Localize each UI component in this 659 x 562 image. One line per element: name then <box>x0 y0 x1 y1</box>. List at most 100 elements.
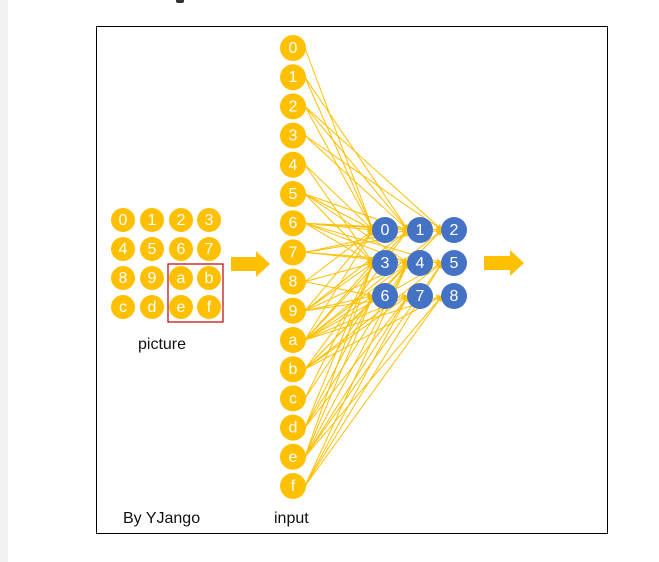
input-node-6-circle <box>280 210 306 237</box>
picture-node-0-circle <box>111 208 135 232</box>
picture-node-a-label: a <box>177 270 186 287</box>
connection-line <box>304 76 409 231</box>
diagram-frame <box>96 26 608 534</box>
input-node-f-label: f <box>291 478 296 495</box>
picture-node-0-label: 0 <box>119 212 128 229</box>
input-node-5-circle <box>280 181 306 207</box>
picture-node-4-label: 4 <box>119 241 128 258</box>
connection-line <box>304 295 374 341</box>
picture-node-6: 6 <box>169 237 193 261</box>
connection-line <box>304 106 443 231</box>
connection-line <box>304 295 374 428</box>
connection-line <box>304 281 374 298</box>
input-node-4-circle <box>280 151 306 178</box>
connection-line <box>304 47 374 231</box>
connection-line <box>304 295 374 399</box>
input-node-2: 2 <box>280 93 306 120</box>
output-node-7-circle <box>407 283 433 309</box>
connection-line <box>304 262 374 399</box>
input-node-e-label: e <box>289 449 298 466</box>
connection-line <box>304 229 443 341</box>
output-node-0-circle <box>372 217 398 243</box>
picture-node-2: 2 <box>169 208 193 232</box>
picture-node-d-circle <box>140 295 164 319</box>
input-node-1: 1 <box>280 64 306 91</box>
input-node-0-circle <box>280 35 306 61</box>
picture-node-7: 7 <box>197 237 221 261</box>
credit-text: By YJango <box>123 510 201 527</box>
output-node-2-label: 2 <box>450 222 459 239</box>
connection-line <box>304 193 374 231</box>
output-node-5-label: 5 <box>450 255 459 272</box>
picture-node-5-label: 5 <box>148 241 157 258</box>
picture-node-c-circle <box>111 295 135 319</box>
input-node-0-label: 0 <box>289 40 298 57</box>
picture-node-2-label: 2 <box>177 212 186 229</box>
picture-node-4: 4 <box>111 237 135 261</box>
input-node-3: 3 <box>280 122 306 149</box>
output-node-2: 2 <box>441 217 467 243</box>
input-node-a-circle <box>280 327 306 353</box>
picture-node-c-label: c <box>119 299 127 316</box>
input-node-2-label: 2 <box>289 98 298 115</box>
input-node-5: 5 <box>280 181 306 207</box>
picture-node-9: 9 <box>140 266 164 290</box>
input-node-7: 7 <box>280 239 306 266</box>
input-node-8-circle <box>280 268 306 295</box>
connection-line <box>304 295 409 428</box>
connection-line <box>304 295 443 458</box>
input-node-f: f <box>280 473 306 499</box>
connection-line <box>304 295 409 487</box>
output-node-1-label: 1 <box>416 222 425 239</box>
input-node-d-circle <box>280 414 306 441</box>
output-node-4: 4 <box>407 250 433 276</box>
connection-line <box>304 262 374 312</box>
input-node-b: b <box>280 356 306 383</box>
input-node-e: e <box>280 443 306 470</box>
input-node-3-circle <box>280 122 306 149</box>
picture-node-6-label: 6 <box>177 241 186 258</box>
highlight-box <box>167 263 224 323</box>
picture-node-c: c <box>111 295 135 319</box>
picture-caption: picture <box>138 336 187 353</box>
picture-node-0: 0 <box>111 208 135 232</box>
picture-node-8-circle <box>111 266 135 290</box>
input-node-1-label: 1 <box>289 69 298 86</box>
output-node-6-label: 6 <box>381 288 390 305</box>
output-node-5: 5 <box>441 250 467 276</box>
output-node-7: 7 <box>407 283 433 309</box>
input-node-6: 6 <box>280 210 306 237</box>
picture-node-a: a <box>169 266 193 290</box>
output-node-2-circle <box>441 217 467 243</box>
output-node-0-label: 0 <box>381 222 390 239</box>
input-node-1-circle <box>280 64 306 91</box>
input-node-f-circle <box>280 473 306 499</box>
picture-node-2-circle <box>169 208 193 232</box>
picture-node-8: 8 <box>111 266 135 290</box>
input-node-c-circle <box>280 385 306 412</box>
input-node-4: 4 <box>280 151 306 178</box>
picture-node-1-circle <box>140 208 164 232</box>
input-node-9: 9 <box>280 297 306 324</box>
picture-node-b-circle <box>197 266 221 290</box>
input-node-8: 8 <box>280 268 306 295</box>
picture-node-b-label: b <box>205 270 214 287</box>
picture-node-d-label: d <box>148 299 157 316</box>
output-node-1: 1 <box>407 217 433 243</box>
picture-node-7-circle <box>197 237 221 261</box>
input-node-c: c <box>280 385 306 412</box>
connection-line <box>304 261 374 283</box>
output-node-3: 3 <box>372 250 398 276</box>
picture-node-a-circle <box>169 266 193 290</box>
output-node-4-circle <box>407 250 433 276</box>
connection-line <box>304 135 443 231</box>
arrow-picture-to-input <box>231 251 270 277</box>
arrow-output <box>484 250 524 276</box>
picture-node-9-circle <box>140 266 164 290</box>
picture-node-1: 1 <box>140 208 164 232</box>
output-node-0: 0 <box>372 217 398 243</box>
connection-line <box>304 193 374 264</box>
input-node-d-label: d <box>289 420 298 437</box>
picture-node-8-label: 8 <box>119 270 128 287</box>
